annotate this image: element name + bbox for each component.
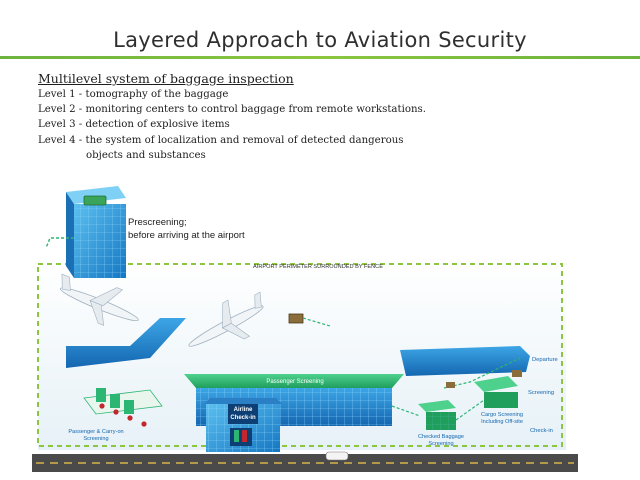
check-in-label: Check-in [530, 428, 553, 434]
checked-baggage-label-line2: Screening [428, 441, 453, 447]
prescreening-label-line2: before arriving at the airport [128, 230, 245, 241]
bus-icon [83, 195, 107, 206]
airline-checkin-label-line1: Airline [234, 407, 253, 413]
level-1-text: Level 1 - tomography of the baggage [38, 89, 229, 100]
inspection-heading: Multilevel system of baggage inspection [38, 71, 294, 86]
cargo-screening-building [474, 370, 522, 408]
passenger-carryon-label-line2: Screening [83, 436, 108, 442]
level-3-text: Level 3 - detection of explosive items [38, 119, 230, 131]
baggage-cart-icon-2 [446, 382, 455, 388]
prescreening-label-line1: Prescreening; [128, 217, 187, 228]
inspection-text-block: Multilevel system of baggage inspection … [38, 71, 628, 163]
departure-label: Departure [532, 357, 558, 363]
airport-perimeter-fence [37, 263, 563, 447]
airline-checkin-building [204, 398, 282, 452]
terminal-wing-left [66, 318, 186, 368]
cargo-truck-icon [512, 370, 522, 377]
cargo-screening-label-line2: Including Off-site [481, 419, 523, 425]
slide-title: Layered Approach to Aviation Security [113, 28, 527, 52]
level-4-text: Level 4 - the system of localization and… [38, 134, 404, 146]
passenger-screening-label: Passenger Screening [266, 379, 323, 385]
baggage-route-apron [443, 357, 521, 389]
prescreening-building [66, 186, 126, 278]
screening-label: Screening [528, 390, 554, 396]
passenger-carryon-label-line1: Passenger & Carry-on [68, 429, 123, 435]
checked-baggage-label-line1: Checked Baggage [418, 434, 464, 440]
airplane-right [188, 291, 264, 347]
perimeter-label: AIRPORT PERIMETER SURROUNDED BY FENCE [253, 264, 383, 270]
cargo-screening-label-line1: Cargo Screening [481, 412, 523, 418]
level-4-continued-text: objects and substances [86, 149, 206, 161]
car-icon [325, 451, 349, 461]
airline-checkin-label-line2: Check-in [230, 415, 256, 421]
title-divider [0, 56, 640, 59]
passenger-screening-area [83, 388, 163, 427]
baggage-route-cargo [455, 399, 485, 421]
baggage-cart-icon [288, 313, 304, 324]
prescreening-connector [45, 237, 74, 249]
passenger-screening-roof [184, 374, 404, 388]
airplane-left [59, 273, 139, 326]
checked-baggage-building [418, 400, 456, 430]
terminal-wing-right [400, 346, 530, 376]
airport-security-diagram: AIRPORT PERIMETER SURROUNDED BY FENCE Pr… [32, 186, 578, 472]
level-2-text: Level 2 - monitoring centers to control … [38, 104, 427, 116]
